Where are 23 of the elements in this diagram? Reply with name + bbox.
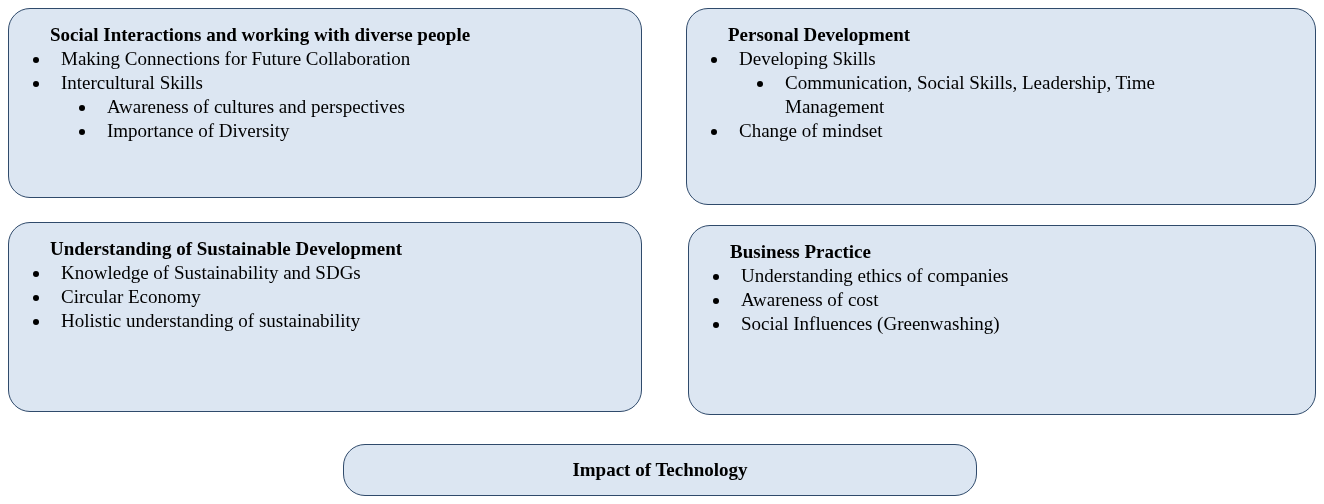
bullet-item: Developing Skills (739, 47, 876, 71)
bullet-item: Awareness of cost (741, 288, 879, 312)
category-box (8, 222, 642, 412)
bullet-item: Circular Economy (61, 285, 201, 309)
sub-bullet-item: Communication, Social Skills, Leadership, Time Management (785, 71, 1156, 119)
category-box (686, 8, 1316, 205)
bullet-item: Intercultural Skills (61, 71, 203, 95)
bullet-item: Holistic understanding of sustainability (61, 309, 361, 333)
box-heading: Understanding of Sustainable Development (50, 237, 403, 261)
bullet-item: Social Influences (Greenwashing) (741, 312, 1000, 336)
box-heading: Personal Development (728, 23, 911, 47)
bullet-item: Change of mindset (739, 119, 883, 143)
bullet-item: Knowledge of Sustainability and SDGs (61, 261, 361, 285)
bullet-item: Making Connections for Future Collaboration (61, 47, 411, 71)
category-box (343, 444, 977, 496)
category-box (8, 8, 642, 198)
box-heading: Business Practice (730, 240, 871, 264)
box-heading: Impact of Technology (572, 458, 748, 482)
sub-bullet-item: Importance of Diversity (107, 119, 290, 143)
sub-bullet-item: Awareness of cultures and perspectives (107, 95, 405, 119)
category-box (688, 225, 1316, 415)
bullet-item: Understanding ethics of companies (741, 264, 1009, 288)
box-heading: Social Interactions and working with diverse people (50, 23, 471, 47)
